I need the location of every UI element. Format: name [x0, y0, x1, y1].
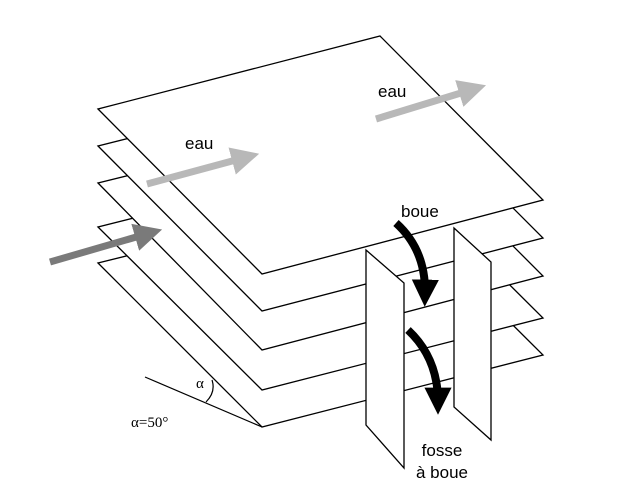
label-pit-line1: fosse	[422, 441, 463, 460]
water-arrow-mid	[146, 147, 260, 188]
angle-reference-line	[144, 376, 263, 428]
label-water-top: eau	[378, 82, 406, 101]
sludge-arrow-upper	[393, 220, 439, 307]
sludge-arrow-lower	[405, 327, 452, 415]
label-water-mid: eau	[185, 134, 213, 153]
inflow-arrow	[49, 223, 163, 266]
pit-wall-right	[453, 226, 492, 442]
plate-1	[96, 35, 545, 275]
angle-arc	[205, 379, 214, 403]
water-arrow-top	[374, 80, 487, 123]
label-angle-value: α=50°	[131, 415, 168, 431]
pit-wall-left	[365, 248, 405, 470]
label-sludge: boue	[401, 202, 439, 221]
label-angle-symbol: α	[196, 376, 204, 392]
label-pit-line2: à boue	[416, 463, 468, 482]
